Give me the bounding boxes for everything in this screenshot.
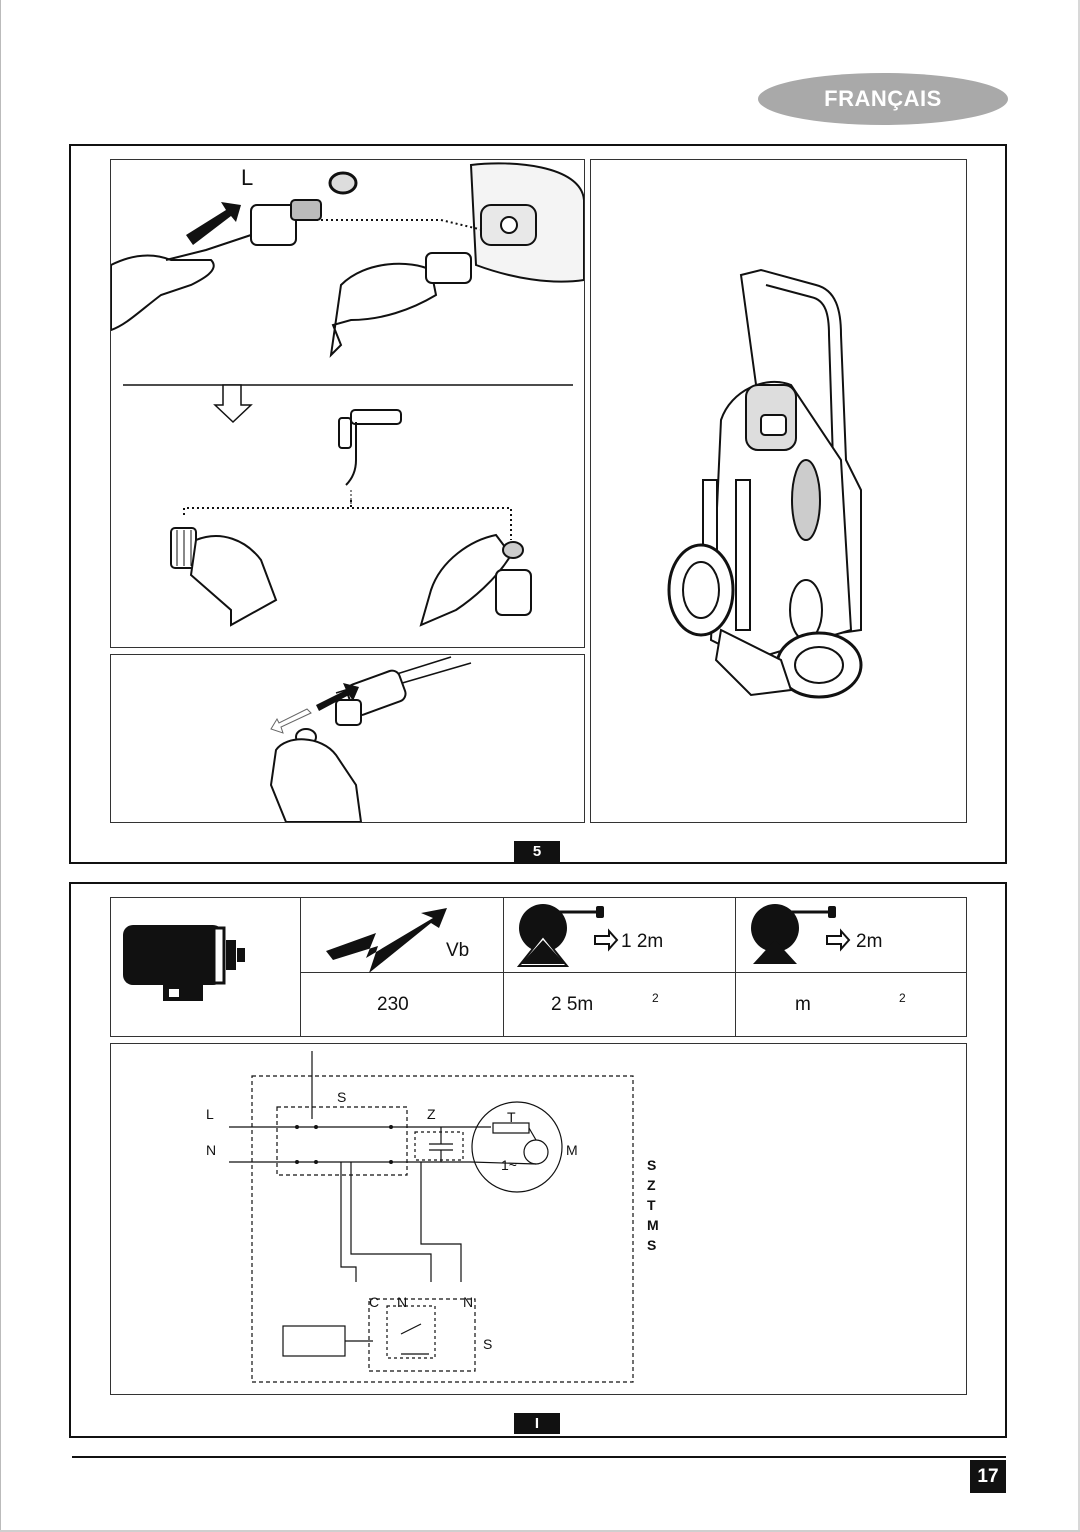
neutral-label: N	[206, 1142, 217, 1158]
line-label: L	[206, 1106, 214, 1122]
footer-rule	[72, 1456, 1006, 1458]
legend-item: Z	[647, 1177, 656, 1193]
figure-I-tab: I	[514, 1413, 560, 1434]
table-divider	[300, 898, 301, 1036]
pressure-washer-storage-illustration	[590, 159, 967, 823]
normally-open-label: N	[397, 1294, 408, 1310]
page-number: 17	[970, 1460, 1006, 1493]
legend-item: M	[647, 1217, 659, 1233]
wiring-schematic	[229, 1051, 634, 1383]
page-edge	[1078, 0, 1080, 1532]
wiring-diagram: L N S Z T M 1~ C N N S S Z T M S	[110, 1043, 967, 1395]
pressure-switch-label: S	[483, 1336, 493, 1352]
spec-table-icons	[123, 904, 851, 1001]
filter-label: Z	[427, 1106, 436, 1122]
normally-closed-label: N	[463, 1294, 474, 1310]
figure-I-panel: Vb 1 2m 2m 230 2 5m 2 m 2	[69, 882, 1007, 1438]
hose-callout-letter: L	[241, 165, 254, 190]
common-terminal-label: C	[369, 1294, 380, 1310]
voltage-value: 230	[377, 994, 409, 1015]
language-tab: FRANÇAIS	[758, 73, 1008, 125]
hose-filter-drawing	[111, 162, 584, 627]
hose-filter-illustration: L	[110, 159, 585, 648]
cable-reel-icon	[751, 904, 851, 964]
figure-5-tab: 5	[514, 841, 560, 862]
legend-item: S	[647, 1157, 657, 1173]
cross-section-short: 2 5m	[551, 994, 594, 1015]
page-edge	[0, 1530, 1080, 1532]
cable-length-short: 1 2m	[621, 931, 664, 952]
table-divider	[735, 898, 736, 1036]
legend-item: T	[647, 1197, 656, 1213]
spec-table: Vb 1 2m 2m 230 2 5m 2 m 2	[110, 897, 967, 1037]
motor-label: M	[566, 1142, 578, 1158]
figure-5-panel: L	[69, 144, 1007, 864]
motor-icon	[123, 925, 245, 1001]
nozzle-cleaning-drawing	[269, 656, 472, 822]
cross-section-exponent: 2	[652, 991, 659, 1005]
voltage-unit: Vb	[446, 940, 470, 961]
switch-label: S	[337, 1089, 347, 1105]
cross-section-exponent: 2	[899, 991, 906, 1005]
page-edge	[0, 0, 1, 1532]
cross-section-long: m	[795, 994, 811, 1015]
thermal-label: T	[507, 1109, 516, 1125]
pressure-washer-drawing	[667, 268, 863, 699]
cable-reel-icon	[516, 904, 619, 967]
table-divider	[503, 898, 504, 1036]
table-divider	[300, 972, 966, 973]
voltage-icon	[326, 908, 447, 973]
legend-item: S	[647, 1237, 657, 1253]
cable-length-long: 2m	[856, 931, 883, 952]
nozzle-cleaning-illustration	[110, 654, 585, 823]
single-phase-label: 1~	[501, 1157, 517, 1173]
